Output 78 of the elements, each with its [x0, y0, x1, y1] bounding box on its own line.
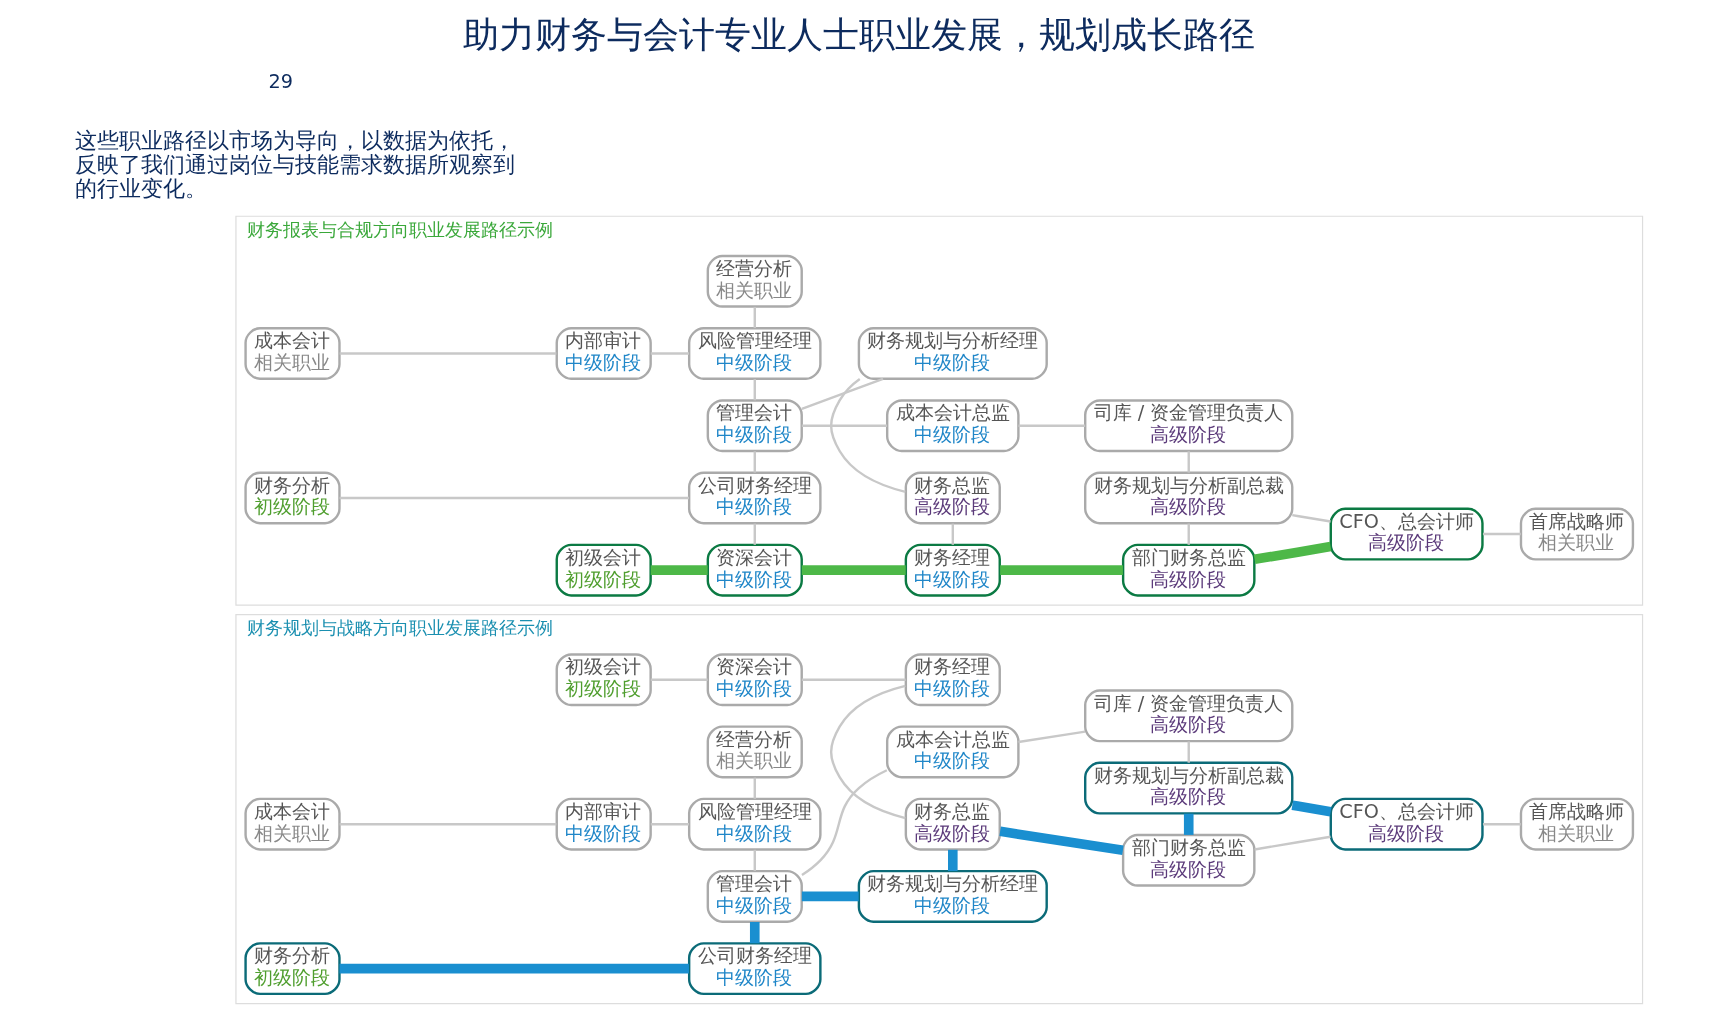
- node-box: 部门财务总监 高级阶段: [1121, 543, 1256, 597]
- node-box: 公司财务经理 中级阶段: [687, 942, 822, 996]
- node-box: 成本会计总监 中级阶段: [886, 399, 1020, 453]
- connector: [339, 352, 557, 355]
- connector: [830, 684, 906, 820]
- node-box: 经营分析 相关职业: [706, 254, 803, 308]
- connector: [1292, 513, 1331, 523]
- connector: [801, 424, 888, 427]
- connector: [753, 451, 756, 473]
- node-box: 首席战略师 相关职业: [1519, 797, 1635, 851]
- node-box: 财务总监 高级阶段: [904, 797, 1001, 851]
- node-box: 初级会计 初级阶段: [555, 543, 652, 597]
- node-box: 财务规划与分析副总裁 高级阶段: [1084, 761, 1294, 815]
- connector: [999, 826, 1124, 856]
- node-box: 司库 / 资金管理负责人 高级阶段: [1084, 689, 1294, 743]
- node-box: 公司财务经理 中级阶段: [687, 471, 822, 525]
- connector: [801, 565, 906, 575]
- connector: [650, 822, 690, 826]
- node-box: 司库 / 资金管理负责人 高级阶段: [1084, 399, 1294, 453]
- connector: [753, 777, 756, 799]
- connector: [1000, 565, 1123, 575]
- node-box: CFO、总会计师 高级阶段: [1329, 797, 1484, 851]
- connector: [339, 496, 689, 500]
- connector: [650, 352, 690, 355]
- node-box: 财务分析 初级阶段: [244, 471, 341, 525]
- node-box: 初级会计 初级阶段: [555, 653, 652, 707]
- node-box: 财务规划与分析副总裁 高级阶段: [1084, 471, 1294, 525]
- connector: [1254, 835, 1331, 851]
- connector: [339, 963, 689, 974]
- node-box: 经营分析 相关职业: [706, 725, 803, 779]
- connector: [749, 922, 760, 944]
- node-box: 部门财务总监 高级阶段: [1121, 833, 1256, 887]
- node-box: 财务分析 初级阶段: [244, 942, 341, 996]
- connector: [753, 849, 756, 871]
- connector: [1291, 800, 1332, 817]
- node-box: 财务总监 高级阶段: [904, 471, 1001, 525]
- connector: [801, 678, 906, 681]
- connector: [947, 849, 958, 871]
- node-box: 资深会计 中级阶段: [706, 543, 803, 597]
- node-box: 成本会计 相关职业: [244, 327, 341, 380]
- connector: [801, 769, 888, 876]
- connector: [1187, 451, 1190, 473]
- node-box: 管理会计 中级阶段: [706, 869, 803, 923]
- node-box: 成本会计 相关职业: [244, 797, 341, 851]
- node-box: CFO、总会计师 高级阶段: [1329, 507, 1484, 561]
- connector: [801, 377, 884, 410]
- connector: [1183, 813, 1194, 835]
- node-box: 风险管理经理 中级阶段: [687, 327, 822, 380]
- connector: [650, 565, 708, 575]
- node-box: 财务规划与分析经理 中级阶段: [857, 327, 1048, 380]
- connector: [1187, 741, 1190, 763]
- node-box: 管理会计 中级阶段: [706, 399, 803, 453]
- node-box: 内部审计 中级阶段: [555, 797, 652, 851]
- diagram-title: 助力财务与会计专业人士职业发展，规划成长路径: [463, 12, 1256, 56]
- node-box: 财务经理 中级阶段: [904, 653, 1001, 707]
- connector: [1018, 730, 1086, 744]
- label: 这些职业路径以市场为导向，以数据为依托，反映了我们通过岗位与技能需求数据所观察到的行业变化。: [75, 128, 516, 202]
- connector: [753, 379, 756, 401]
- connector: [951, 523, 954, 545]
- connector: [753, 306, 756, 329]
- connector: [829, 378, 906, 493]
- node-box: 内部审计 中级阶段: [555, 327, 652, 380]
- node-box: 财务经理 中级阶段: [904, 543, 1001, 597]
- node-box: 资深会计 中级阶段: [706, 653, 803, 707]
- label: 29: [268, 70, 293, 94]
- connector: [650, 678, 708, 681]
- connector: [1187, 523, 1190, 545]
- connector: [753, 523, 756, 545]
- connector: [339, 822, 557, 826]
- node-box: 财务规划与分析经理 中级阶段: [857, 869, 1048, 923]
- connector: [1253, 541, 1332, 565]
- connector: [1482, 822, 1521, 826]
- node-box: 风险管理经理 中级阶段: [687, 797, 822, 851]
- node-box: 成本会计总监 中级阶段: [886, 725, 1020, 779]
- connector: [801, 891, 859, 902]
- connector: [1482, 532, 1521, 536]
- connector: [1018, 424, 1086, 427]
- node-box: 首席战略师 相关职业: [1519, 507, 1635, 561]
